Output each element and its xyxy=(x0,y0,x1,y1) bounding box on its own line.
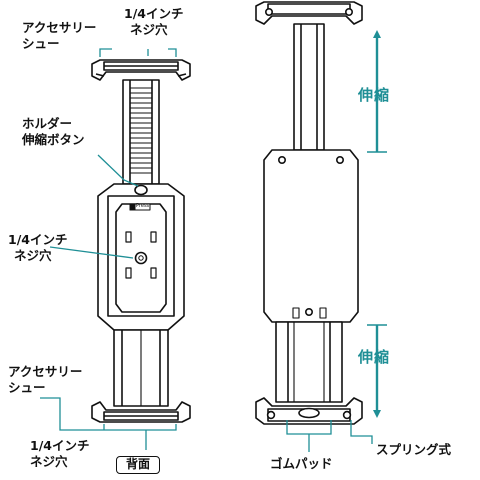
rail-ridges xyxy=(130,87,152,174)
front-view-device xyxy=(255,1,363,425)
label-accessory-shoe-top-line1: アクセサリー xyxy=(22,20,97,35)
extend-arrows xyxy=(367,30,387,418)
label-accessory-shoe-top-line2: シュー xyxy=(22,36,60,51)
label-holder-button-line2: 伸縮ボタン xyxy=(22,132,85,147)
label-holder-button-line1: ホルダー xyxy=(22,116,73,131)
extend-button xyxy=(134,184,148,196)
front-plate xyxy=(263,149,359,323)
label-extend-bottom: 伸縮 xyxy=(358,348,391,366)
label-press-marker: Press xyxy=(136,203,150,209)
label-screw-middle-line2: ネジ穴 xyxy=(14,248,52,263)
back-view-device xyxy=(91,59,191,423)
label-rubber-pad: ゴムパッド xyxy=(270,456,333,471)
label-accessory-shoe-bottom-line1: アクセサリー xyxy=(8,364,83,379)
label-spring-type: スプリング式 xyxy=(376,442,452,457)
left-leader-lines xyxy=(40,48,177,450)
top-rail xyxy=(122,79,160,185)
label-screw-bottom-line2: ネジ穴 xyxy=(30,454,68,469)
rubber-pad-shape xyxy=(298,407,320,419)
label-screw-middle-line1: 1/4インチ xyxy=(8,232,68,247)
right-leader-lines xyxy=(286,420,373,452)
back-view-badge: 背面 xyxy=(116,456,160,474)
label-screw-top-line2: ネジ穴 xyxy=(130,22,168,37)
label-screw-top-line1: 1/4インチ xyxy=(124,6,184,21)
label-screw-bottom-line1: 1/4インチ xyxy=(30,438,90,453)
label-accessory-shoe-bottom-line2: シュー xyxy=(8,380,46,395)
label-extend-top: 伸縮 xyxy=(358,86,391,104)
